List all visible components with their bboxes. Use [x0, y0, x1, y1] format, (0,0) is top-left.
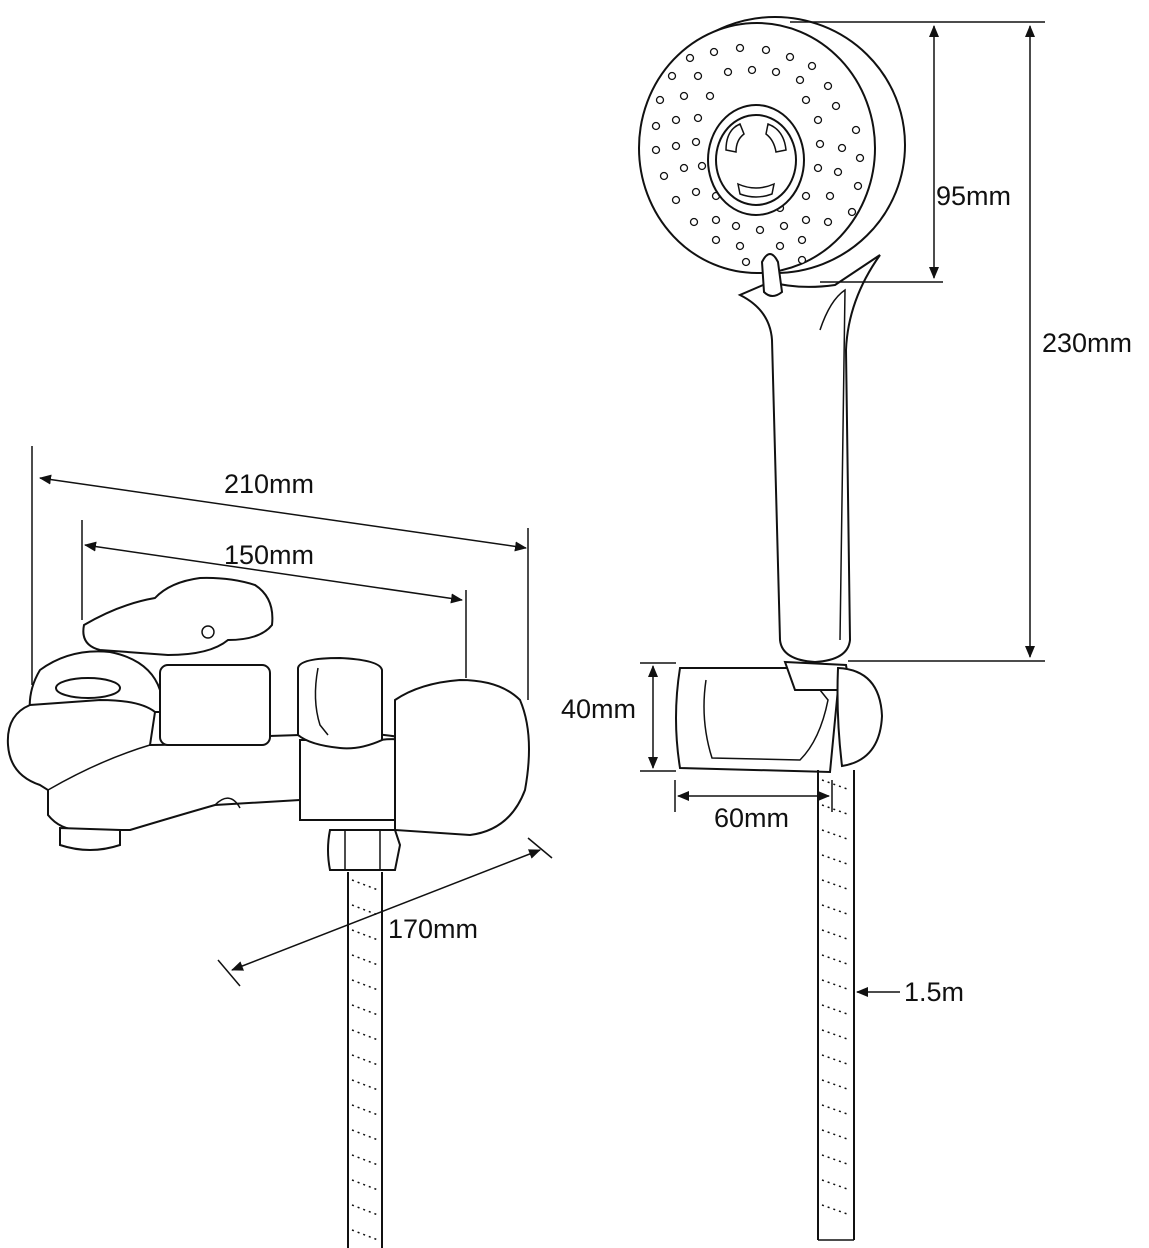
- label-230mm: 230mm: [1042, 328, 1132, 358]
- mixer-column: [159, 664, 271, 746]
- dim-line-150: [84, 541, 463, 604]
- dim-line-170: [231, 849, 541, 971]
- right-wall-rosette: [394, 678, 530, 837]
- bath-mixer-faucet: [6, 576, 530, 1248]
- label-1-5m: 1.5m: [904, 977, 964, 1007]
- dim-line-210: [39, 474, 527, 552]
- thumb-tab: [760, 253, 784, 297]
- label-210mm: 210mm: [224, 469, 314, 499]
- hose-outlet-nut: [327, 829, 402, 871]
- spout-outlet: [59, 826, 121, 851]
- shower-handle: [737, 254, 881, 664]
- lever-handle: [82, 576, 274, 657]
- faucet-hose: [347, 872, 383, 1248]
- label-150mm: 150mm: [224, 540, 314, 570]
- label-40mm: 40mm: [561, 694, 636, 724]
- label-60mm: 60mm: [714, 803, 789, 833]
- spray-nozzles: [651, 43, 865, 267]
- shower-hose: [817, 770, 855, 1241]
- diverter-knob: [297, 656, 383, 750]
- hand-shower: [638, 16, 906, 1241]
- shower-dimensions: 95mm 230mm 40mm 60mm 1.5m: [561, 21, 1132, 1007]
- faucet-dimensions: 210mm 150mm 170mm: [31, 446, 553, 987]
- wall-holder: [675, 660, 884, 774]
- spray-selector-dial: [707, 104, 805, 216]
- label-95mm: 95mm: [936, 181, 1011, 211]
- label-170mm: 170mm: [388, 914, 478, 944]
